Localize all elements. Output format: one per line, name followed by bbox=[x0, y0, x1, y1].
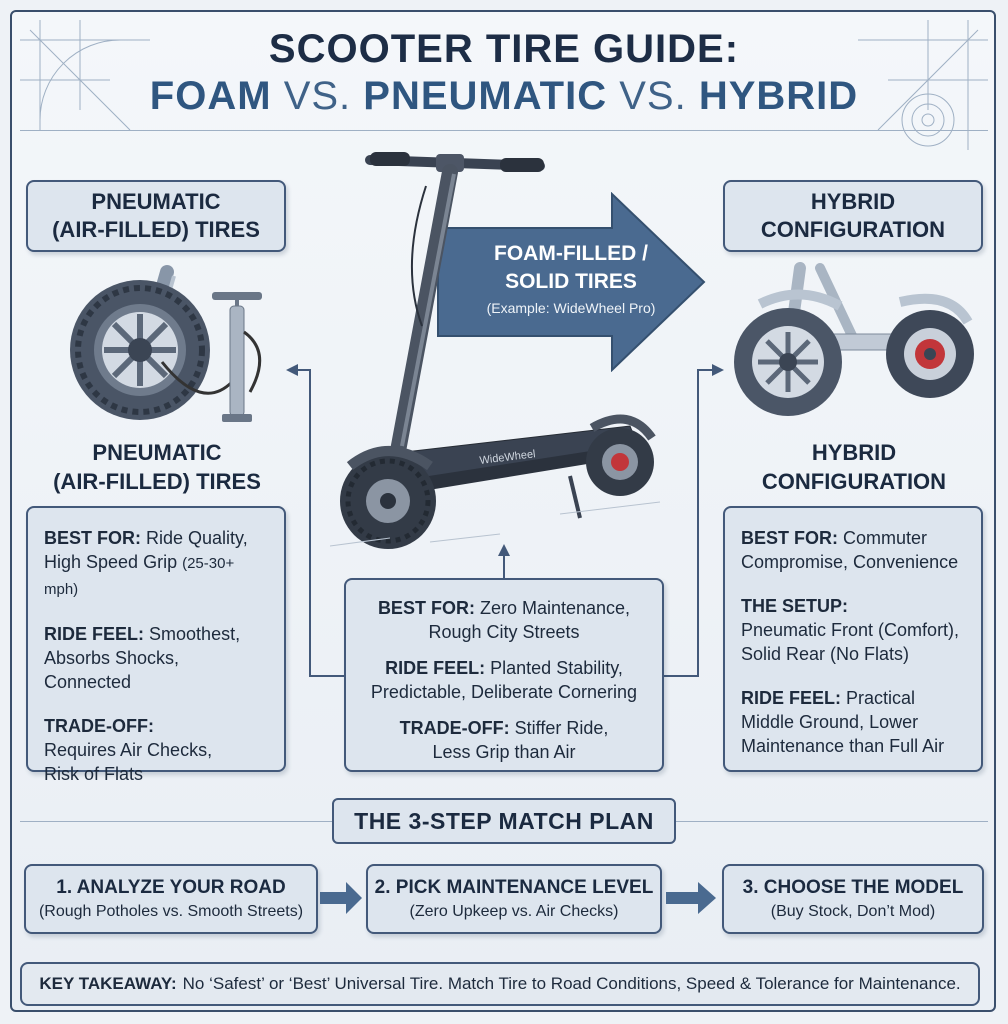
pneumatic-best-for-value: Ride Quality, bbox=[146, 528, 248, 548]
hybrid-setup-key: THE SETUP: bbox=[741, 596, 849, 616]
plan-divider-left bbox=[20, 821, 332, 822]
pneumatic-trade-off: TRADE-OFF: Requires Air Checks, Risk of … bbox=[44, 714, 270, 786]
title-foam: FOAM bbox=[149, 74, 272, 118]
hybrid-setup: THE SETUP: Pneumatic Front (Comfort), So… bbox=[741, 594, 967, 666]
page-title-line1: SCOOTER TIRE GUIDE: bbox=[268, 27, 740, 71]
pneumatic-label-line2: (AIR-FILLED) TIRES bbox=[52, 217, 260, 242]
hybrid-scooter-illustration bbox=[734, 262, 974, 416]
foam-arrow-line1: FOAM-FILLED / bbox=[494, 242, 648, 265]
hybrid-label-line1: HYBRID bbox=[810, 189, 896, 214]
foam-best-for-key: BEST FOR: bbox=[377, 598, 475, 618]
blueprint-corner-right bbox=[858, 20, 988, 150]
hybrid-ride-feel: RIDE FEEL: Practical Middle Ground, Lowe… bbox=[741, 686, 967, 758]
plan-step-2: 2. PICK MAINTENANCE LEVEL (Zero Upkeep v… bbox=[366, 864, 662, 934]
hybrid-ride-feel-value-3: Maintenance than Full Air bbox=[741, 736, 945, 756]
pneumatic-best-for-key: BEST FOR: bbox=[44, 528, 141, 548]
foam-best-for-value-2: Rough City Streets bbox=[428, 622, 580, 642]
pneumatic-label-box: PNEUMATIC (AIR-FILLED) TIRES bbox=[26, 180, 286, 252]
pneumatic-trade-off-key: TRADE-OFF: bbox=[44, 716, 154, 736]
plan-step-2-title: 2. PICK MAINTENANCE LEVEL bbox=[374, 877, 654, 898]
hybrid-best-for-value: Commuter bbox=[843, 528, 928, 548]
hybrid-setup-value-2: Solid Rear (No Flats) bbox=[741, 644, 910, 664]
key-takeaway-text: No ‘Safest’ or ‘Best’ Universal Tire. Ma… bbox=[182, 974, 961, 993]
foam-trade-off: TRADE-OFF: Stiffer Ride, Less Grip than … bbox=[354, 716, 654, 764]
pneumatic-tire-illustration bbox=[70, 265, 262, 422]
foam-trade-off-value: Stiffer Ride, bbox=[514, 718, 609, 738]
foam-ride-feel-value: Planted Stability, bbox=[490, 658, 623, 678]
hybrid-ride-feel-value-2: Middle Ground, Lower bbox=[741, 712, 919, 732]
title-vs-1: VS. bbox=[283, 74, 352, 118]
plan-step-3-sub: (Buy Stock, Don’t Mod) bbox=[770, 903, 936, 920]
pneumatic-info-box: BEST FOR: Ride Quality, High Speed Grip … bbox=[26, 506, 286, 784]
foam-ride-feel: RIDE FEEL: Planted Stability, Predictabl… bbox=[354, 656, 654, 704]
plan-step-2-sub: (Zero Upkeep vs. Air Checks) bbox=[409, 903, 619, 920]
hybrid-ride-feel-value: Practical bbox=[846, 688, 916, 708]
blueprint-corner-left bbox=[20, 20, 150, 131]
foam-info-box: BEST FOR: Zero Maintenance, Rough City S… bbox=[344, 578, 664, 772]
plan-step-1-title: 1. ANALYZE YOUR ROAD bbox=[56, 877, 286, 898]
foam-arrow bbox=[437, 192, 706, 372]
pneumatic-ride-feel-value-2: Absorbs Shocks, Connected bbox=[44, 648, 180, 692]
hybrid-label-line2: CONFIGURATION bbox=[760, 217, 946, 242]
pneumatic-best-for-value-2: High Speed Grip bbox=[44, 552, 178, 572]
pneumatic-best-for: BEST FOR: Ride Quality, High Speed Grip … bbox=[44, 526, 270, 602]
hybrid-info-box: BEST FOR: Commuter Compromise, Convenien… bbox=[723, 506, 983, 772]
pneumatic-caption-line2: (AIR-FILLED) TIRES bbox=[53, 469, 261, 494]
pneumatic-ride-feel-key: RIDE FEEL: bbox=[44, 624, 145, 644]
connector-lines bbox=[286, 364, 724, 677]
plan-step-1-sub: (Rough Potholes vs. Smooth Streets) bbox=[38, 903, 304, 920]
pneumatic-caption-line1: PNEUMATIC bbox=[92, 440, 222, 465]
step-arrow-2 bbox=[666, 882, 716, 914]
foam-ride-feel-key: RIDE FEEL: bbox=[385, 658, 486, 678]
header-divider bbox=[20, 130, 988, 131]
hybrid-best-for-key: BEST FOR: bbox=[741, 528, 838, 548]
key-takeaway-banner: KEY TAKEAWAY: No ‘Safest’ or ‘Best’ Univ… bbox=[20, 962, 980, 1006]
title-pneumatic: PNEUMATIC bbox=[363, 74, 608, 118]
key-takeaway-label: KEY TAKEAWAY: bbox=[39, 974, 177, 993]
foam-arrow-text: FOAM-FILLED / SOLID TIRES (Example: Wide… bbox=[446, 240, 696, 316]
plan-step-1: 1. ANALYZE YOUR ROAD (Rough Potholes vs.… bbox=[24, 864, 318, 934]
pneumatic-best-for-speed: (25-30+ mph) bbox=[44, 555, 235, 598]
foam-arrow-example: (Example: WideWheel Pro) bbox=[486, 300, 656, 316]
foam-trade-off-key: TRADE-OFF: bbox=[399, 718, 510, 738]
step-arrow-1 bbox=[320, 882, 362, 914]
pneumatic-ride-feel-value: Smoothest, bbox=[149, 624, 241, 644]
pneumatic-trade-off-value: Requires Air Checks, bbox=[44, 740, 213, 760]
pneumatic-ride-feel: RIDE FEEL: Smoothest, Absorbs Shocks, Co… bbox=[44, 622, 270, 694]
foam-ride-feel-value-2: Predictable, Deliberate Cornering bbox=[370, 682, 638, 702]
hybrid-caption-line2: CONFIGURATION bbox=[761, 469, 947, 494]
foam-scooter-illustration: WideWheel bbox=[330, 152, 661, 549]
plan-divider-right bbox=[676, 821, 988, 822]
plan-step-3-title: 3. CHOOSE THE MODEL bbox=[742, 877, 964, 898]
hybrid-setup-value: Pneumatic Front (Comfort), bbox=[741, 620, 960, 640]
title-hybrid: HYBRID bbox=[698, 74, 859, 118]
pneumatic-caption: PNEUMATIC (AIR-FILLED) TIRES bbox=[26, 438, 288, 496]
hybrid-ride-feel-key: RIDE FEEL: bbox=[741, 688, 842, 708]
title-vs-2: VS. bbox=[619, 74, 687, 118]
hybrid-best-for: BEST FOR: Commuter Compromise, Convenien… bbox=[741, 526, 967, 574]
hybrid-caption-line1: HYBRID bbox=[811, 440, 897, 465]
foam-best-for-value: Zero Maintenance, bbox=[479, 598, 631, 618]
plan-step-3: 3. CHOOSE THE MODEL (Buy Stock, Don’t Mo… bbox=[722, 864, 984, 934]
foam-best-for: BEST FOR: Zero Maintenance, Rough City S… bbox=[354, 596, 654, 644]
page-title-line2: FOAM VS. PNEUMATIC VS. HYBRID bbox=[0, 74, 1008, 119]
plan-title: THE 3-STEP MATCH PLAN bbox=[332, 798, 676, 844]
foam-arrow-line2: SOLID TIRES bbox=[505, 270, 637, 293]
hybrid-label-box: HYBRID CONFIGURATION bbox=[723, 180, 983, 252]
foam-trade-off-value-2: Less Grip than Air bbox=[432, 742, 576, 762]
pneumatic-label-line1: PNEUMATIC bbox=[91, 189, 221, 214]
pneumatic-trade-off-value-2: Risk of Flats bbox=[44, 764, 144, 784]
hybrid-best-for-value-2: Compromise, Convenience bbox=[741, 552, 959, 572]
hybrid-caption: HYBRID CONFIGURATION bbox=[723, 438, 985, 496]
